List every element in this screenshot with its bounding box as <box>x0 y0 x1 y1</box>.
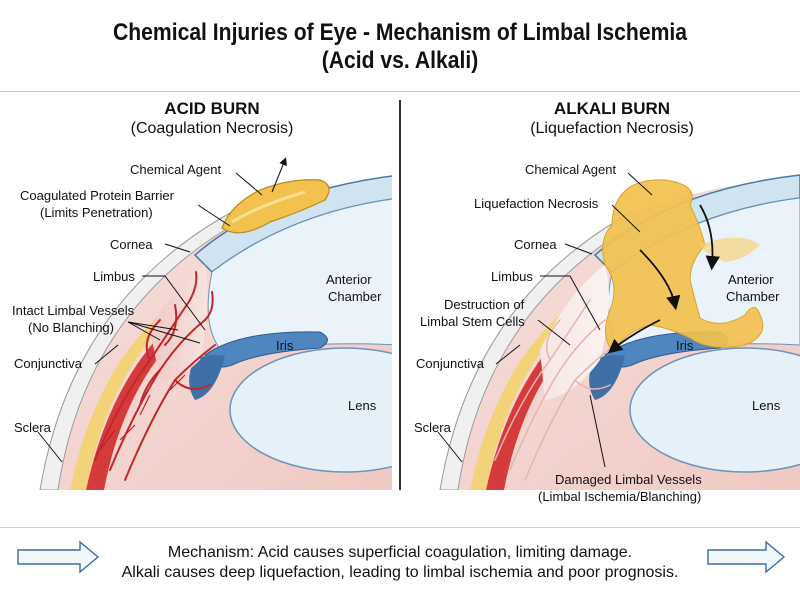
acid-label-vessels: Intact Limbal Vessels <box>12 303 135 318</box>
acid-deflect-arrow <box>271 157 287 193</box>
right-flow-arrow <box>707 540 786 574</box>
acid-vessels-leader-c <box>127 321 179 331</box>
acid-vessels-leader-b <box>127 321 201 344</box>
header-divider <box>0 91 800 92</box>
alkali-label-chamber: Chamber <box>726 289 780 304</box>
alkali-label-conjunctiva: Conjunctiva <box>416 356 485 371</box>
acid-label-conjunctiva: Conjunctiva <box>14 356 83 371</box>
acid-lens <box>229 347 392 473</box>
alkali-label-anterior: Anterior <box>728 272 774 287</box>
alkali-label-sclera: Sclera <box>414 420 452 435</box>
alkali-label-cornea: Cornea <box>514 237 557 252</box>
acid-label-lens: Lens <box>348 398 377 413</box>
alkali-limbus <box>540 265 609 400</box>
acid-cornea-leader <box>164 243 191 253</box>
acid-eye <box>39 175 392 490</box>
acid-label-barrier-sub: (Limits Penetration) <box>40 205 153 220</box>
alkali-liquefaction-leader <box>611 204 641 233</box>
acid-label-anterior: Anterior <box>326 272 372 287</box>
alkali-heading: ALKALI BURN <box>553 99 671 118</box>
alkali-penetration-arrow-b <box>699 204 720 271</box>
acid-label-chamber: Chamber <box>328 289 382 304</box>
diagram-subtitle: (Acid vs. Alkali) <box>321 47 479 74</box>
acid-sclera-leader <box>37 431 63 463</box>
alkali-damaged-leader <box>589 394 606 468</box>
alkali-lens <box>629 347 800 473</box>
alkali-chemical-agent <box>602 179 764 351</box>
acid-label-chemical-agent: Chemical Agent <box>130 162 221 177</box>
alkali-label-chemical-agent: Chemical Agent <box>525 162 616 177</box>
acid-conjunctiva-leader <box>94 344 119 365</box>
acid-panel-header: ACID BURN (Coagulation Necrosis) <box>72 99 352 139</box>
alkali-eye <box>439 174 800 490</box>
acid-label-cornea: Cornea <box>110 237 153 252</box>
footer-divider <box>0 527 800 528</box>
acid-label-iris: Iris <box>276 338 294 353</box>
acid-vessels-leader-a <box>127 321 161 341</box>
alkali-label-destruction: Destruction of <box>444 297 525 312</box>
acid-iris <box>204 331 328 368</box>
alkali-destruction-leader <box>537 319 571 346</box>
alkali-panel-header: ALKALI BURN (Liquefaction Necrosis) <box>472 99 752 139</box>
acid-label-sclera: Sclera <box>14 420 52 435</box>
alkali-penetration-arrow-a <box>639 249 681 311</box>
alkali-label-lens: Lens <box>752 398 781 413</box>
acid-anterior-chamber <box>207 198 392 356</box>
alkali-label-destruction-sub: Limbal Stem Cells <box>420 314 525 329</box>
alkali-conjunctiva-leader <box>495 344 521 365</box>
mechanism-line-1: Mechanism: Acid causes superficial coagu… <box>167 544 633 561</box>
acid-subheading: (Coagulation Necrosis) <box>130 120 294 137</box>
alkali-sclera-leader <box>437 431 463 463</box>
acid-agent-leader <box>235 172 263 196</box>
diagram-title: Chemical Injuries of Eye - Mechanism of … <box>113 19 687 46</box>
alkali-label-damaged-sub: (Limbal Ischemia/Blanching) <box>538 489 701 504</box>
alkali-cornea-leader <box>564 243 593 255</box>
alkali-subheading: (Liquefaction Necrosis) <box>530 120 694 137</box>
acid-heading: ACID BURN <box>164 99 260 118</box>
mechanism-line-2: Alkali causes deep liquefaction, leading… <box>121 564 679 581</box>
alkali-labels: Chemical Agent Liquefaction Necrosis Cor… <box>414 162 781 504</box>
acid-barrier-leader <box>197 204 231 227</box>
alkali-damaged-vessels <box>494 299 616 481</box>
acid-limbus-leader <box>142 275 206 331</box>
acid-labels: Chemical Agent Coagulated Protein Barrie… <box>12 162 382 435</box>
alkali-label-iris: Iris <box>676 338 694 353</box>
alkali-penetration-arrow-c <box>607 319 661 354</box>
alkali-label-limbus: Limbus <box>491 269 533 284</box>
acid-label-vessels-sub: (No Blanching) <box>28 320 114 335</box>
alkali-label-damaged: Damaged Limbal Vessels <box>555 472 702 487</box>
left-flow-arrow <box>17 540 100 574</box>
acid-label-limbus: Limbus <box>93 269 135 284</box>
alkali-label-liquefaction: Liquefaction Necrosis <box>474 196 599 211</box>
alkali-limbus-leader <box>540 275 601 331</box>
panel-divider <box>399 100 401 490</box>
alkali-agent-leader <box>627 172 653 196</box>
acid-label-barrier: Coagulated Protein Barrier <box>20 188 175 203</box>
